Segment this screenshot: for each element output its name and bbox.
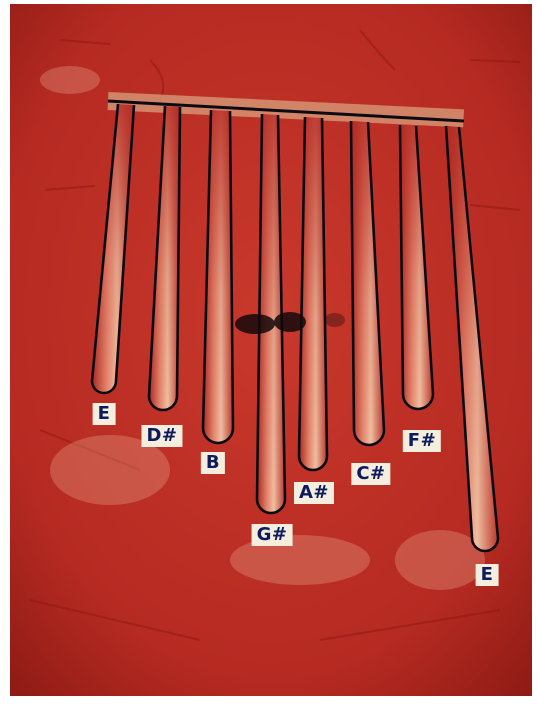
note-label: B bbox=[201, 452, 225, 474]
note-label: A# bbox=[294, 482, 334, 504]
note-label: D# bbox=[141, 425, 182, 447]
note-label: E bbox=[93, 403, 116, 425]
tine-5[interactable] bbox=[299, 117, 327, 470]
note-label: F# bbox=[403, 430, 441, 452]
note-label: C# bbox=[351, 463, 390, 485]
note-label: G# bbox=[252, 524, 293, 546]
note-label: E bbox=[476, 564, 499, 586]
